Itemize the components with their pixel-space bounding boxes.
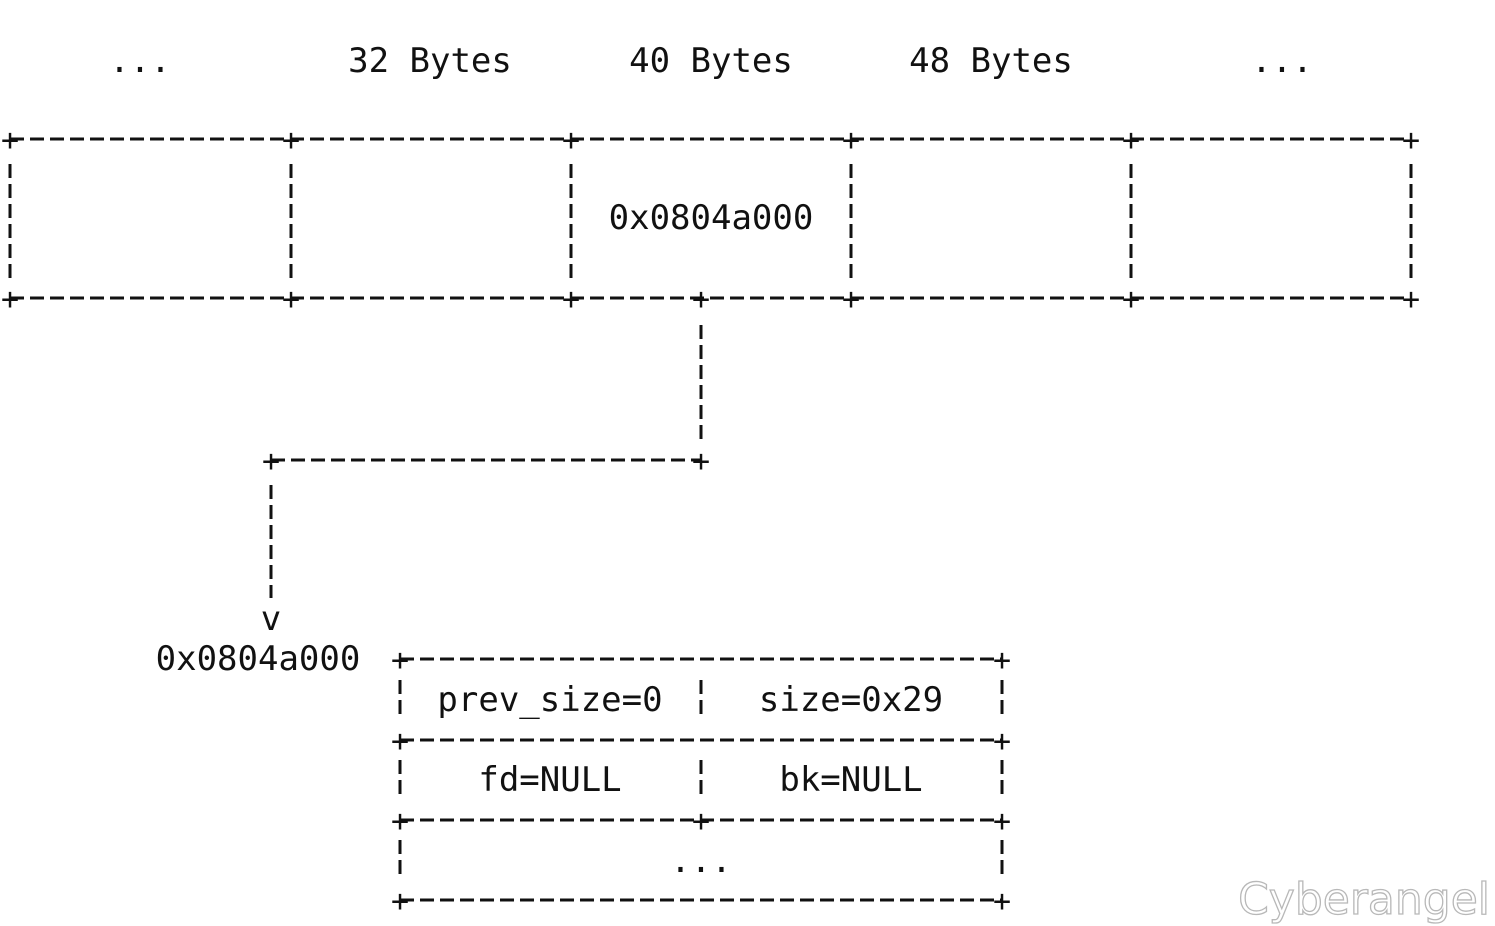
svg-text:+: + bbox=[391, 643, 409, 678]
svg-text:+: + bbox=[562, 123, 580, 158]
svg-text:+: + bbox=[1402, 282, 1420, 317]
chunk-box: + + + + + + + + + prev_size=0 size=0x29 fd=NU… bbox=[391, 643, 1011, 919]
svg-text:+: + bbox=[692, 444, 710, 479]
bin-40-pointer: 0x0804a000 bbox=[609, 198, 814, 238]
field-fd: fd=NULL bbox=[478, 760, 621, 800]
svg-text:+: + bbox=[1, 282, 19, 317]
label-40-bytes: 40 Bytes bbox=[629, 41, 793, 81]
svg-text:+: + bbox=[842, 282, 860, 317]
field-bk: bk=NULL bbox=[779, 760, 922, 800]
arrow-head-icon: v bbox=[261, 599, 281, 639]
label-48-bytes: 48 Bytes bbox=[909, 41, 1073, 81]
svg-text:+: + bbox=[282, 123, 300, 158]
svg-text:+: + bbox=[993, 724, 1011, 759]
svg-text:+: + bbox=[1122, 123, 1140, 158]
svg-text:+: + bbox=[391, 884, 409, 919]
svg-text:+: + bbox=[1402, 123, 1420, 158]
svg-text:+: + bbox=[1, 123, 19, 158]
svg-text:+: + bbox=[692, 804, 710, 839]
label-ellipsis-right: ... bbox=[1251, 41, 1312, 81]
watermark: Cyberangel bbox=[1238, 874, 1490, 925]
svg-text:+: + bbox=[842, 123, 860, 158]
svg-text:+: + bbox=[391, 724, 409, 759]
svg-text:+: + bbox=[692, 282, 710, 317]
svg-text:+: + bbox=[391, 804, 409, 839]
label-ellipsis-left: ... bbox=[109, 41, 170, 81]
field-size: size=0x29 bbox=[759, 680, 943, 720]
field-rest-ellipsis: ... bbox=[670, 841, 731, 881]
svg-text:+: + bbox=[262, 444, 280, 479]
svg-text:+: + bbox=[993, 884, 1011, 919]
svg-text:+: + bbox=[1122, 282, 1140, 317]
field-prev-size: prev_size=0 bbox=[437, 680, 662, 720]
pointer-connector: + + v bbox=[261, 325, 710, 639]
chunk-address: 0x0804a000 bbox=[156, 639, 361, 679]
svg-text:+: + bbox=[282, 282, 300, 317]
svg-text:+: + bbox=[562, 282, 580, 317]
label-32-bytes: 32 Bytes bbox=[348, 41, 512, 81]
bins-array: + + + + + + + + + + + + + 0x0804a000 bbox=[1, 123, 1420, 317]
svg-text:+: + bbox=[993, 804, 1011, 839]
svg-text:+: + bbox=[993, 643, 1011, 678]
